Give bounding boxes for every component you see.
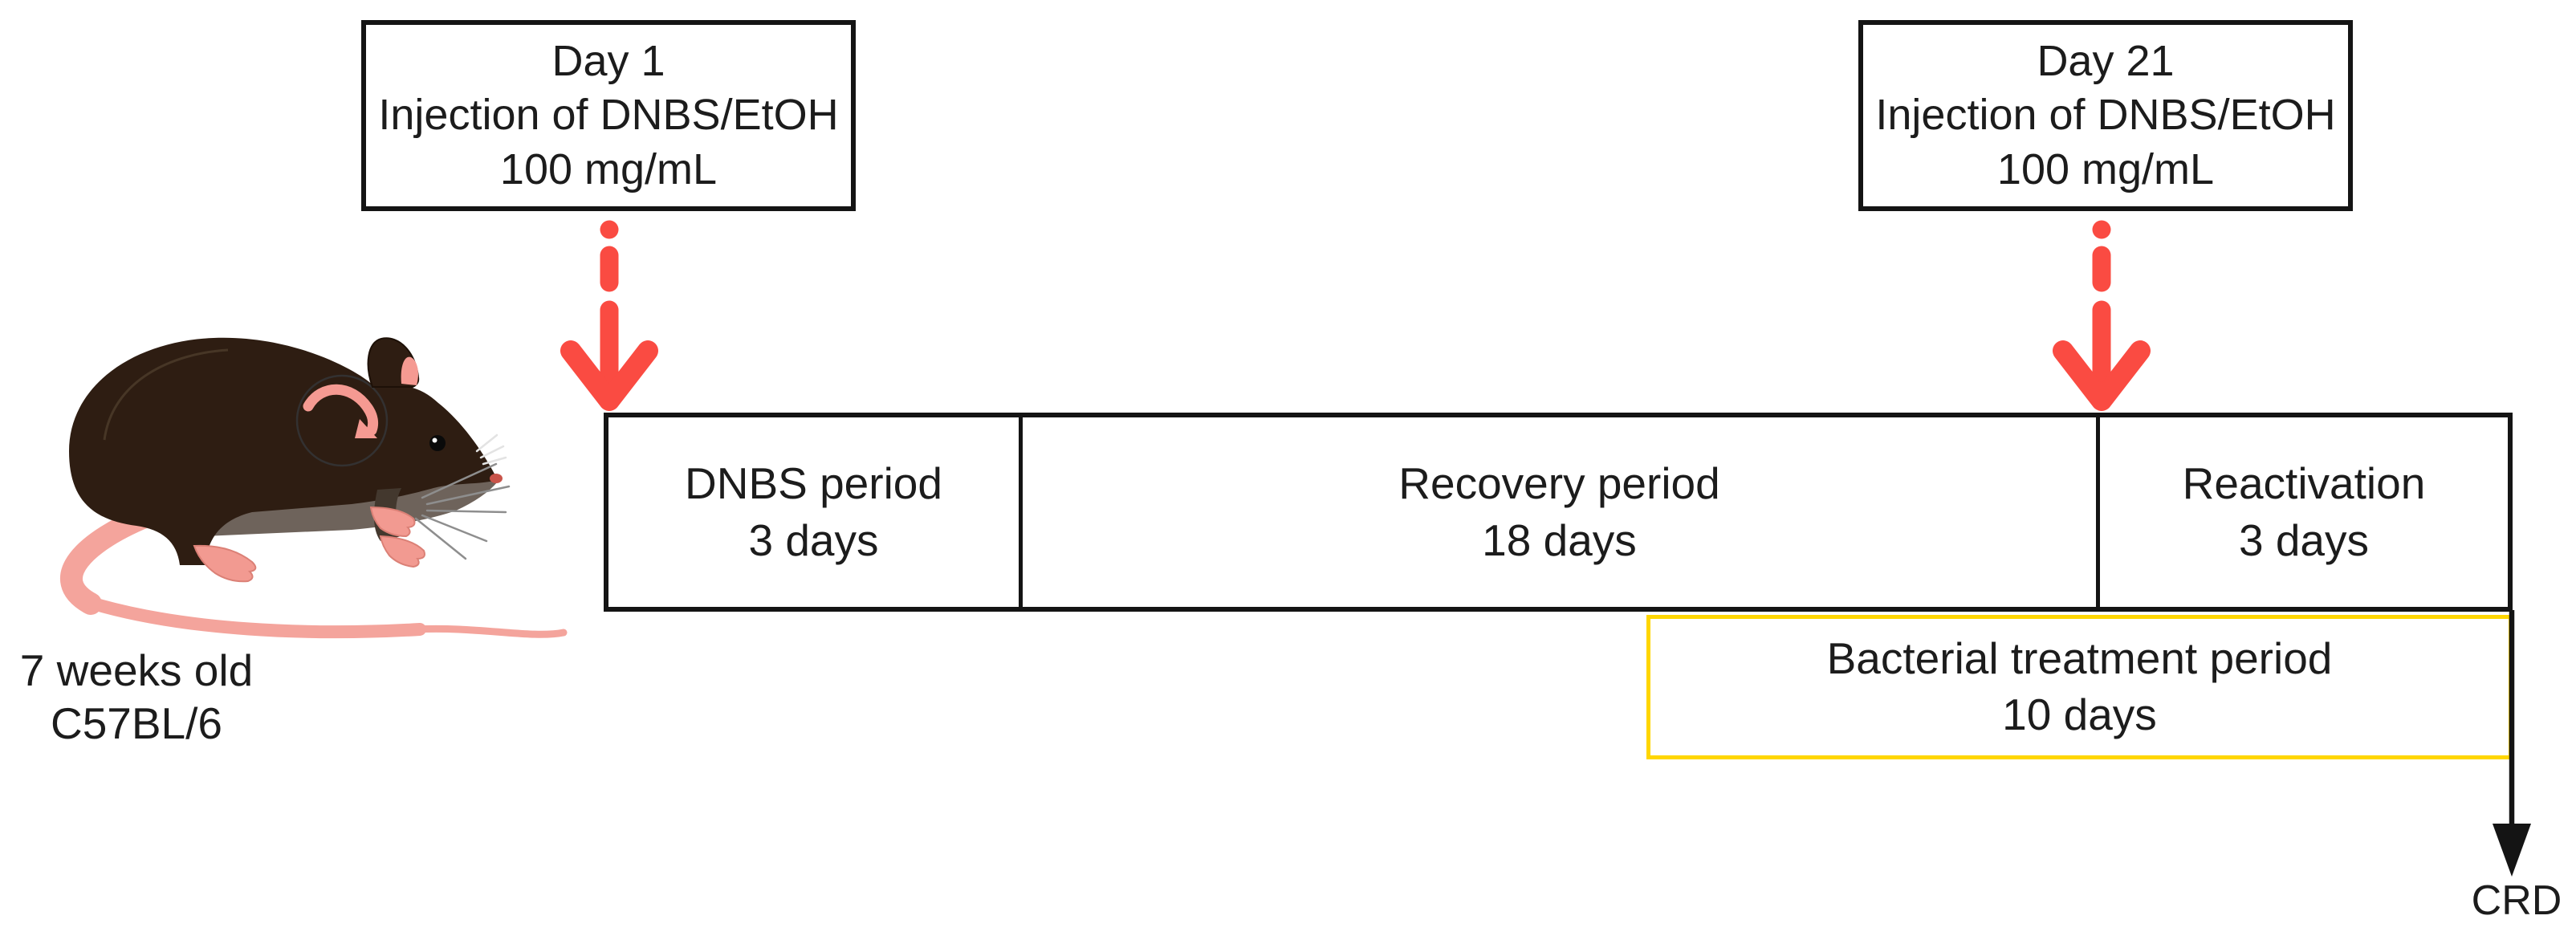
crd-endpoint-label: CRD xyxy=(2471,877,2562,924)
mouse-back-highlight xyxy=(103,348,229,441)
recovery-period-duration: 18 days xyxy=(1482,515,1637,565)
timeline-segment-reactivation: Reactivation 3 days xyxy=(2100,417,2508,607)
day21-title: Day 21 xyxy=(2037,36,2175,85)
bacterial-treatment-duration: 10 days xyxy=(2002,690,2157,739)
mouse-body xyxy=(69,337,498,565)
subject-age: 7 weeks old xyxy=(19,645,254,695)
day21-dose: 100 mg/mL xyxy=(1996,144,2215,193)
day1-procedure: Injection of DNBS/EtOH xyxy=(378,91,839,140)
subject-strain: C57BL/6 xyxy=(50,698,223,748)
mouse-feet xyxy=(193,506,425,583)
mouse-nose xyxy=(490,474,503,483)
timeline-segment-recovery: Recovery period 18 days xyxy=(1023,417,2100,607)
day21-injection-arrow-icon xyxy=(2053,220,2151,411)
day21-injection-box: Day 21 Injection of DNBS/EtOH 100 mg/mL xyxy=(1858,20,2353,211)
dnbs-period-label: DNBS period xyxy=(685,458,942,508)
day1-dose: 100 mg/mL xyxy=(499,144,718,193)
mouse-near-ear xyxy=(295,374,389,467)
mouse-illustration xyxy=(60,337,568,639)
day1-injection-box: Day 1 Injection of DNBS/EtOH 100 mg/mL xyxy=(361,20,856,211)
day1-injection-arrow-icon xyxy=(560,220,658,411)
reactivation-label: Reactivation xyxy=(2182,458,2426,508)
mouse-whiskers xyxy=(414,462,511,560)
day1-title: Day 1 xyxy=(551,36,665,85)
mouse-eye xyxy=(429,435,446,451)
timeline-segment-dnbs: DNBS period 3 days xyxy=(608,417,1023,607)
crd-endpoint-arrow-icon xyxy=(2493,610,2531,877)
mouse-nose-whisker-tuft xyxy=(475,433,507,466)
mouse-tail xyxy=(60,503,568,639)
reactivation-duration: 3 days xyxy=(2238,515,2370,565)
bacterial-treatment-box: Bacterial treatment period 10 days xyxy=(1646,615,2513,759)
dnbs-period-duration: 3 days xyxy=(748,515,879,565)
day21-procedure: Injection of DNBS/EtOH xyxy=(1875,91,2336,140)
subject-label: 7 weeks old C57BL/6 xyxy=(4,644,269,750)
mouse-far-ear xyxy=(367,337,420,388)
recovery-period-label: Recovery period xyxy=(1398,458,1720,508)
timeline-bar: DNBS period 3 days Recovery period 18 da… xyxy=(604,413,2513,612)
bacterial-treatment-label: Bacterial treatment period xyxy=(1826,633,2333,684)
